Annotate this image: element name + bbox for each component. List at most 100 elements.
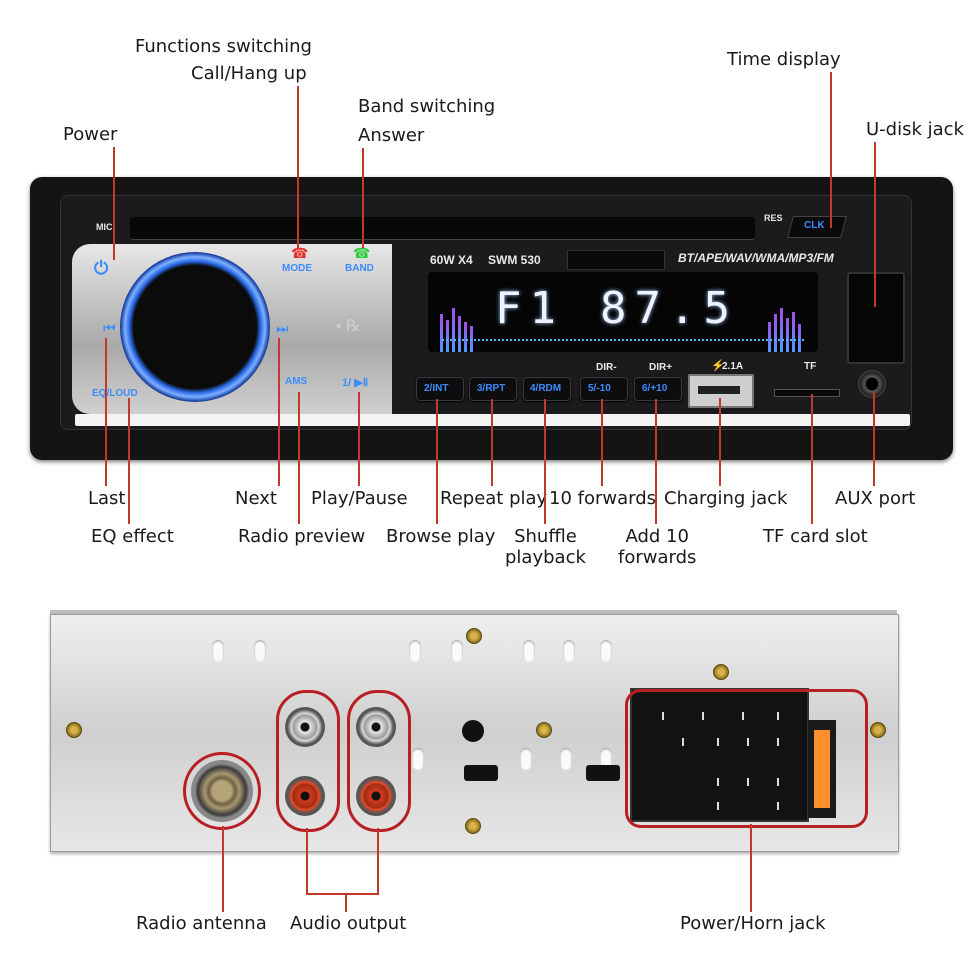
button-4-rdm[interactable] [523,377,571,401]
leader-play-pause [358,392,360,486]
button-6-plus10-label: 6/+10 [642,383,668,394]
format-list: BT/APE/WAV/WMA/MP3/FM [678,251,834,265]
usb-port[interactable] [688,374,754,408]
leader-audio-join [306,893,379,895]
next-track-icon[interactable]: ⏭ [276,320,289,336]
leader-browse-play [436,399,438,524]
label-power: Power [63,124,118,145]
screw [536,722,552,738]
leader-mode [297,86,299,248]
leader-radio-antenna [222,826,224,912]
display-band: F1 [495,283,564,334]
power-icon[interactable]: ⏻ [94,258,109,278]
mic-label: MIC [96,222,113,232]
leader-audio-right [377,828,379,895]
leader-next [278,338,280,486]
leader-audio-stem [345,893,347,912]
hang-up-icon: ☎ [291,245,309,261]
fuse [808,720,836,818]
label-last: Last [88,488,126,509]
u-disk-jack[interactable] [847,272,905,364]
clk-label: CLK [804,220,825,231]
dir-minus-label: DIR- [596,362,617,373]
highlight-power-horn [625,689,868,828]
mode-button[interactable]: MODE [282,263,312,274]
button-3-rpt-label: 3/RPT [477,383,506,394]
label-u-disk-jack: U-disk jack [866,119,964,140]
label-call-hang-up: Call/Hang up [191,63,307,84]
screw [465,818,481,834]
leader-power-horn [750,824,752,912]
label-10-forwards: 10 forwards [549,488,657,509]
highlight-antenna [183,752,261,830]
label-time-display: Time display [727,49,841,70]
band-button[interactable]: BAND [345,263,374,274]
button-5-minus10-label: 5/-10 [588,383,611,394]
leader-time-display [830,72,832,228]
button-6-plus10[interactable] [634,377,682,401]
label-aux-port: AUX port [835,488,916,509]
leader-charging [719,398,721,486]
leader-band [362,148,364,248]
label-functions-switching: Functions switching [135,36,312,57]
res-label: RES [764,213,783,223]
highlight-audio-right [347,690,411,832]
usb-current-label: 2.1A [722,361,744,372]
label-answer: Answer [358,125,425,146]
power-rating: 60W X4 [430,253,473,267]
label-next: Next [235,488,277,509]
model-name: SWM 530 [488,253,541,267]
dir-plus-label: DIR+ [649,362,673,373]
lcd-display [428,272,818,352]
label-eq-effect: EQ effect [91,526,174,547]
tf-label: TF [804,361,817,372]
volume-knob[interactable] [120,252,270,402]
leader-aux [873,392,875,486]
aux-port[interactable] [858,370,886,398]
time-display-window [567,250,665,270]
eq-loud-label[interactable]: EQ/LOUD [92,388,138,399]
iso-connector[interactable] [630,688,809,822]
screw [713,664,729,680]
label-shuffle-playback: Shuffle playback [505,526,586,568]
button-3-rpt[interactable] [469,377,517,401]
screw [66,722,82,738]
label-play-pause: Play/Pause [311,488,408,509]
label-add-10-forwards: Add 10 forwards [618,526,697,568]
button-4-rdm-label: 4/RDM [530,383,562,394]
screw [466,628,482,644]
leader-10-forwards [601,399,603,486]
cd-slot [130,217,755,240]
label-browse-play: Browse play [386,526,496,547]
leader-add-10 [655,399,657,524]
leader-last [105,338,107,486]
label-radio-preview: Radio preview [238,526,366,547]
label-radio-antenna: Radio antenna [136,913,267,934]
leader-eq [128,398,130,524]
leader-audio-left [306,828,308,895]
remote-sensor-icon: • ℞ [336,318,361,335]
play-pause-button[interactable]: 1/ ▶Ⅱ [342,377,369,389]
button-2-int[interactable] [416,377,464,401]
prev-track-icon[interactable]: ⏮ [103,320,116,336]
highlight-audio-left [276,690,340,832]
button-2-int-label: 2/INT [424,383,449,394]
answer-icon: ☎ [353,245,371,261]
label-repeat-play: Repeat play [440,488,548,509]
leader-power [113,147,115,260]
label-power-horn-jack: Power/Horn jack [680,913,826,934]
leader-repeat-play [491,399,493,486]
tf-card-slot[interactable] [774,389,840,397]
label-band-switching: Band switching [358,96,496,117]
label-charging-jack: Charging jack [664,488,788,509]
ams-button[interactable]: AMS [285,376,308,387]
leader-tf-card [811,394,813,524]
screw [870,722,886,738]
display-frequency: 87.5 [600,283,738,334]
leader-shuffle [544,399,546,524]
charge-bolt-icon: ⚡ [711,360,725,372]
button-5-minus10[interactable] [580,377,628,401]
leader-u-disk [874,142,876,307]
label-tf-card-slot: TF card slot [763,526,868,547]
leader-radio-preview [298,392,300,524]
